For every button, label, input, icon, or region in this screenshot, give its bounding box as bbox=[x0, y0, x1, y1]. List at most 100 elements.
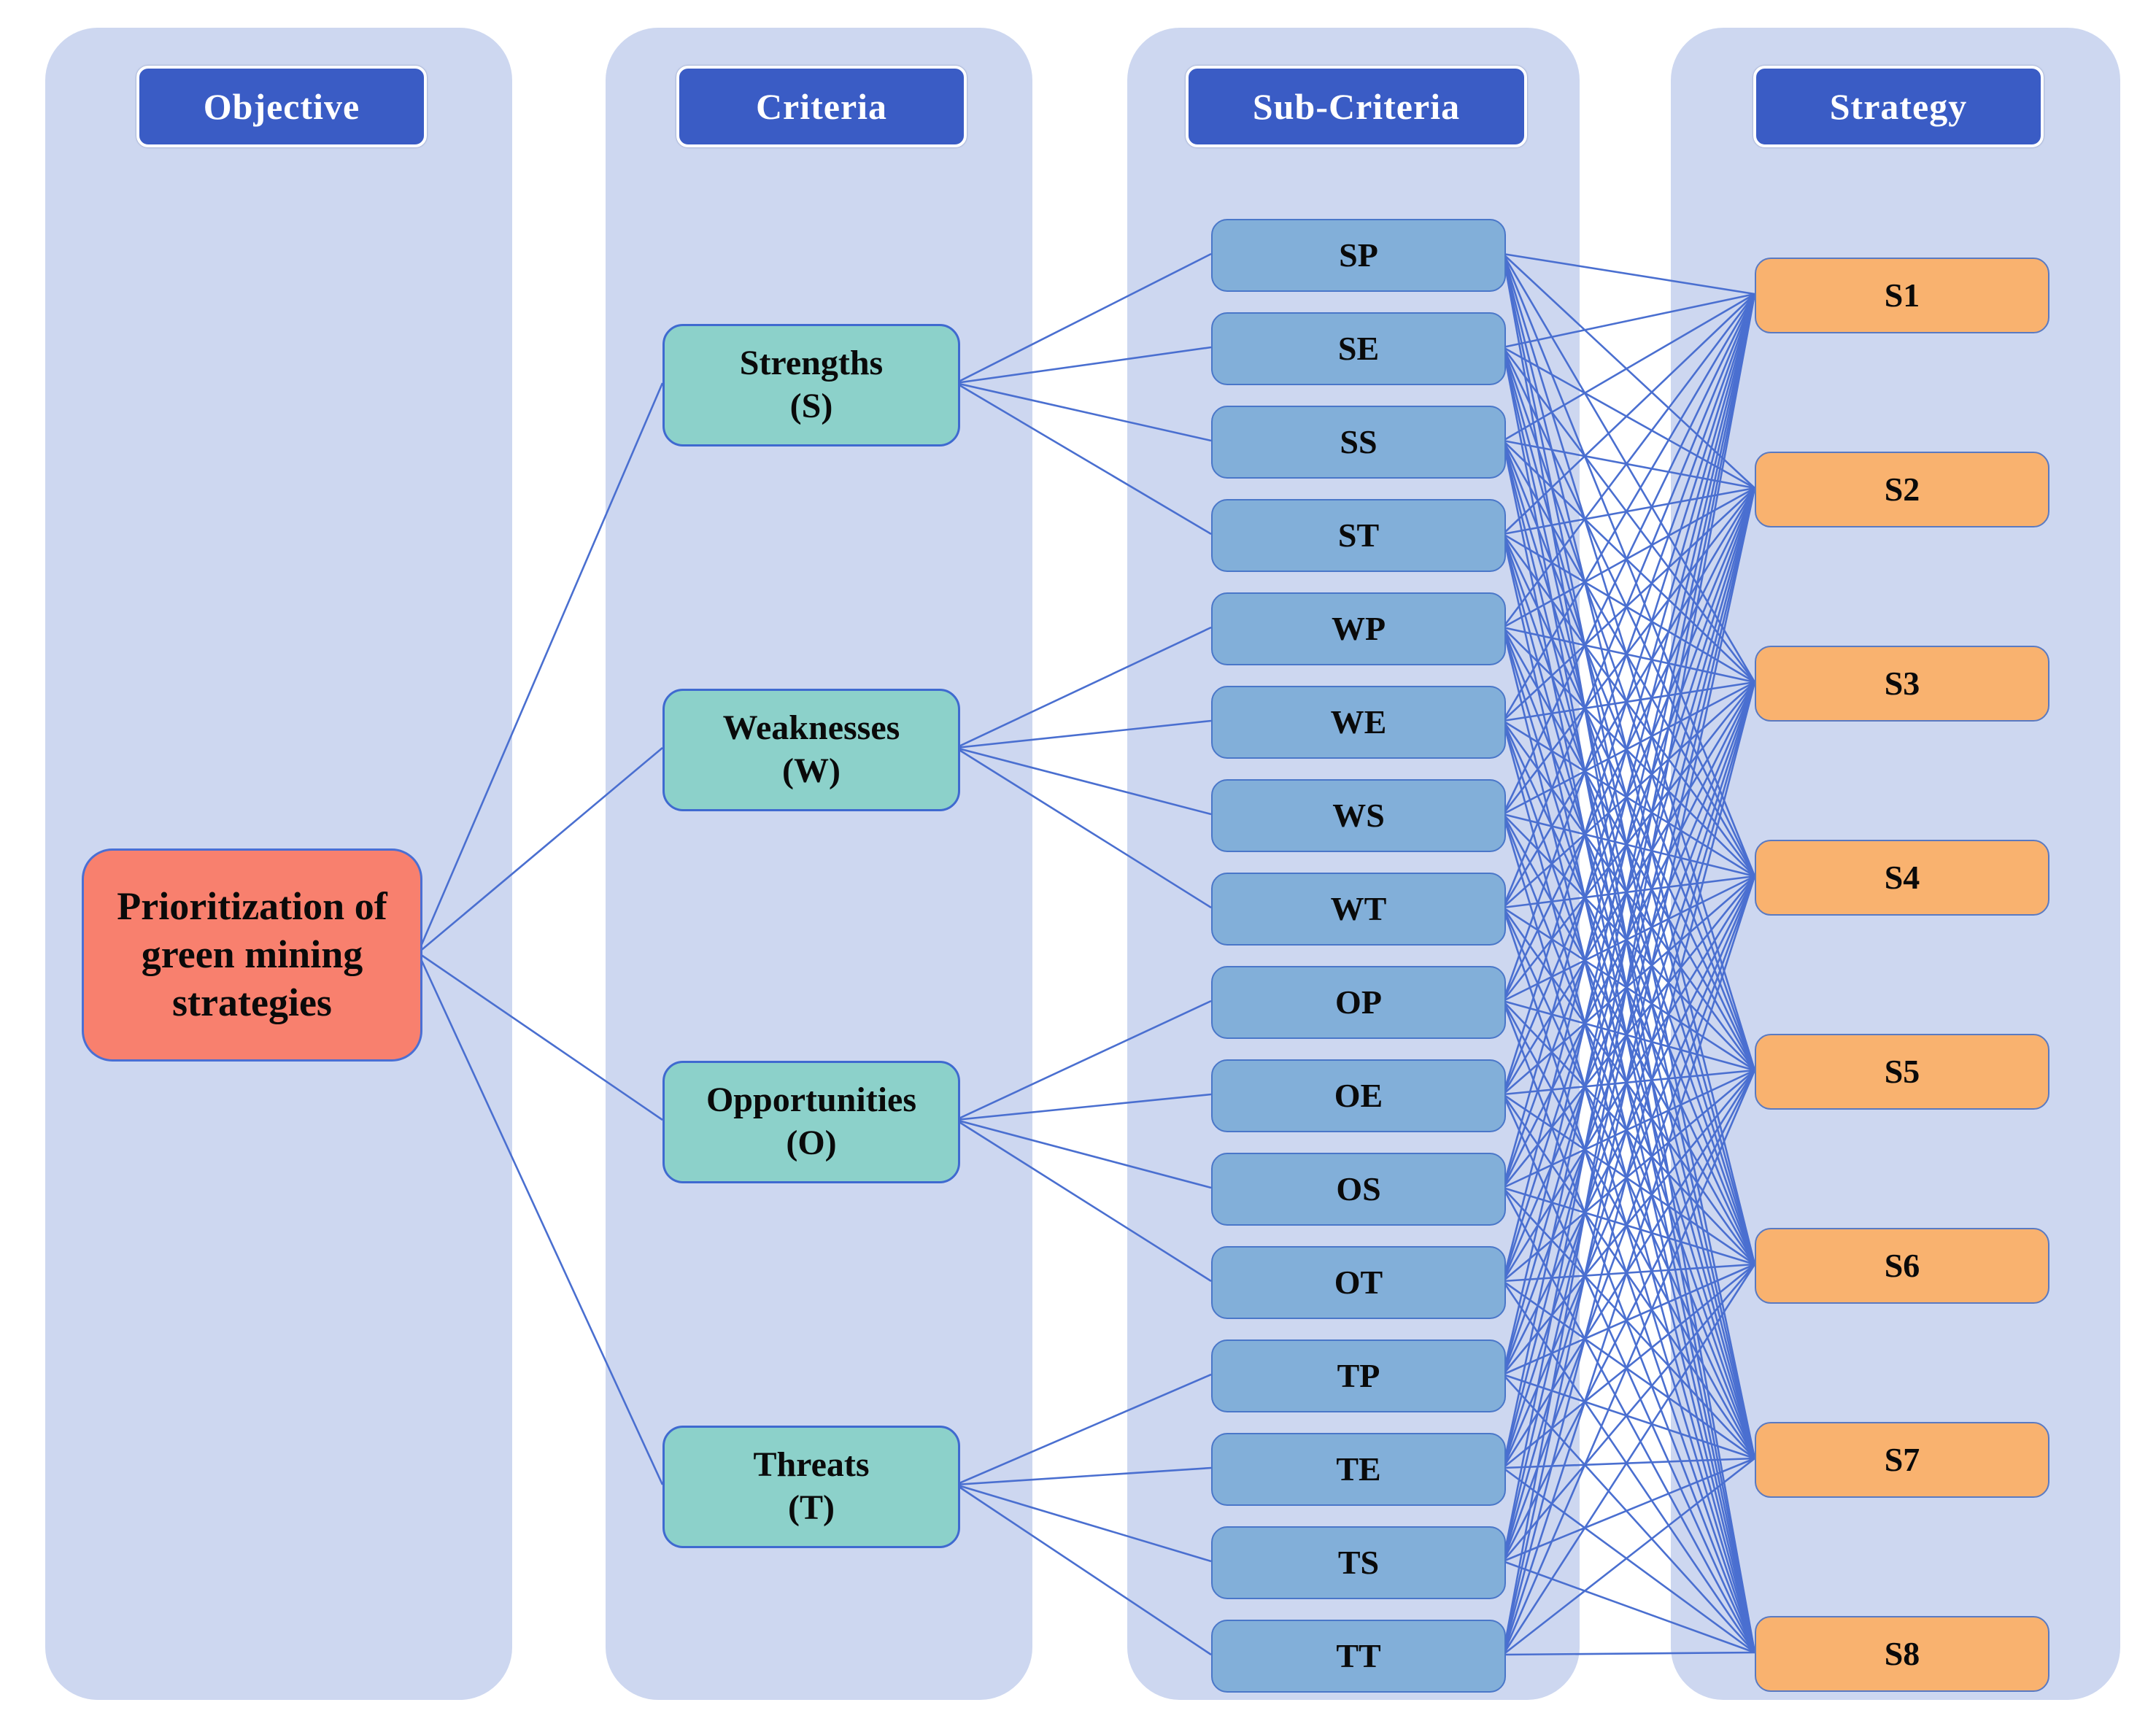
node-label: OS bbox=[1336, 1170, 1381, 1207]
edge-line bbox=[1502, 1093, 1755, 1266]
edge-line bbox=[1502, 487, 1756, 1655]
edge-line bbox=[1502, 293, 1755, 535]
node-label: OE bbox=[1334, 1076, 1383, 1114]
edge-line bbox=[1502, 533, 1756, 1265]
edge-line bbox=[1502, 293, 1756, 1282]
edge-line bbox=[1502, 440, 1755, 683]
node-label: S1 bbox=[1884, 276, 1920, 314]
node-subcriterion-OP: OP bbox=[1211, 966, 1506, 1039]
edge-line bbox=[1502, 533, 1756, 1071]
edge-line bbox=[955, 626, 1212, 749]
node-strategy-S3: S3 bbox=[1755, 646, 2049, 722]
edge-line bbox=[1502, 907, 1756, 1653]
edge-line bbox=[1502, 293, 1756, 628]
edge-line bbox=[1502, 1280, 1756, 1653]
edge-line bbox=[1502, 293, 1756, 908]
edge-line bbox=[1502, 681, 1755, 722]
node-label: TS bbox=[1337, 1543, 1380, 1581]
edge-line bbox=[1502, 681, 1755, 816]
edge-line bbox=[1502, 487, 1756, 1562]
edge-line bbox=[1502, 1070, 1755, 1282]
edge-line bbox=[1502, 1264, 1756, 1655]
edge-line bbox=[1502, 681, 1756, 1655]
node-subcriterion-SS: SS bbox=[1211, 406, 1506, 479]
edge-line bbox=[1502, 253, 1756, 1265]
node-strategy-S1: S1 bbox=[1755, 258, 2049, 333]
edge-line bbox=[955, 346, 1212, 384]
edge-line bbox=[1502, 681, 1755, 908]
edge-line bbox=[955, 1483, 1212, 1656]
node-criterion-O: Opportunities(O) bbox=[662, 1061, 960, 1183]
edge-line bbox=[1502, 533, 1756, 877]
edge-line bbox=[1502, 875, 1755, 1095]
node-label: S8 bbox=[1884, 1634, 1920, 1672]
node-label: SE bbox=[1337, 329, 1380, 367]
edge-line bbox=[1502, 293, 1756, 722]
edge-line bbox=[1502, 1070, 1756, 1655]
node-strategy-S4: S4 bbox=[1755, 840, 2049, 916]
edge-line bbox=[1502, 720, 1756, 1653]
edge-line bbox=[955, 1093, 1212, 1121]
edge-line bbox=[1502, 440, 1756, 1265]
node-label: S2 bbox=[1884, 470, 1920, 508]
edge-line bbox=[1502, 1069, 1755, 1096]
edge-line bbox=[1502, 487, 1756, 1002]
node-label-line: (W) bbox=[782, 751, 841, 790]
header-strategy: Strategy bbox=[1753, 66, 2044, 147]
edge-line bbox=[1502, 627, 1756, 1459]
node-label: WP bbox=[1331, 609, 1386, 647]
edge-line bbox=[955, 382, 1212, 442]
edge-line bbox=[1502, 1457, 1755, 1563]
edge-line bbox=[1502, 1457, 1755, 1469]
edge-line bbox=[1502, 1263, 1755, 1469]
node-subcriterion-TP: TP bbox=[1211, 1339, 1506, 1412]
edge-line bbox=[1502, 1070, 1756, 1375]
edge-line bbox=[1502, 293, 1755, 442]
edge-line bbox=[1502, 347, 1756, 877]
edge-line bbox=[1502, 346, 1755, 490]
edge-line bbox=[1502, 813, 1756, 1653]
edge-line bbox=[1502, 1186, 1755, 1266]
edge-line bbox=[1502, 1000, 1755, 1265]
edge-line bbox=[1502, 813, 1755, 878]
edge-line bbox=[1502, 487, 1755, 629]
edge-line bbox=[1502, 627, 1756, 1265]
node-label: ST bbox=[1337, 516, 1380, 554]
edge-line bbox=[1502, 293, 1756, 1469]
edge-line bbox=[1502, 875, 1756, 1188]
node-strategy-S2: S2 bbox=[1755, 452, 2049, 527]
edge-line bbox=[1502, 1000, 1755, 1072]
edge-line bbox=[1502, 681, 1756, 1095]
edge-line bbox=[1502, 1094, 1756, 1459]
edge-line bbox=[1502, 293, 1756, 1188]
edge-line bbox=[417, 952, 664, 1485]
edge-line bbox=[1502, 719, 1755, 878]
node-subcriterion-SE: SE bbox=[1211, 312, 1506, 385]
node-subcriterion-WE: WE bbox=[1211, 686, 1506, 759]
edge-line bbox=[1502, 907, 1756, 1265]
edge-line bbox=[955, 719, 1212, 749]
edge-line bbox=[1502, 293, 1755, 349]
edge-line bbox=[1502, 253, 1755, 489]
node-strategy-S6: S6 bbox=[1755, 1228, 2049, 1304]
edge-line bbox=[1502, 440, 1756, 877]
header-sub-criteria: Sub-Criteria bbox=[1186, 66, 1527, 147]
edge-line bbox=[1502, 293, 1756, 1375]
edge-line bbox=[1502, 253, 1756, 877]
edge-line bbox=[955, 1373, 1212, 1486]
edge-line bbox=[1502, 440, 1756, 1071]
node-subcriterion-TE: TE bbox=[1211, 1433, 1506, 1506]
edge-line bbox=[1502, 681, 1756, 1002]
node-label: S6 bbox=[1884, 1246, 1920, 1284]
edge-line bbox=[1502, 875, 1756, 1655]
edge-line bbox=[1502, 1373, 1755, 1460]
node-label-line: Weaknesses bbox=[722, 708, 900, 748]
node-label: WE bbox=[1330, 703, 1387, 741]
header-objective: Objective bbox=[136, 66, 427, 147]
edge-line bbox=[1502, 1263, 1755, 1283]
edge-line bbox=[1502, 720, 1756, 1071]
edge-line bbox=[1502, 681, 1756, 1188]
node-criterion-T: Threats(T) bbox=[662, 1426, 960, 1548]
